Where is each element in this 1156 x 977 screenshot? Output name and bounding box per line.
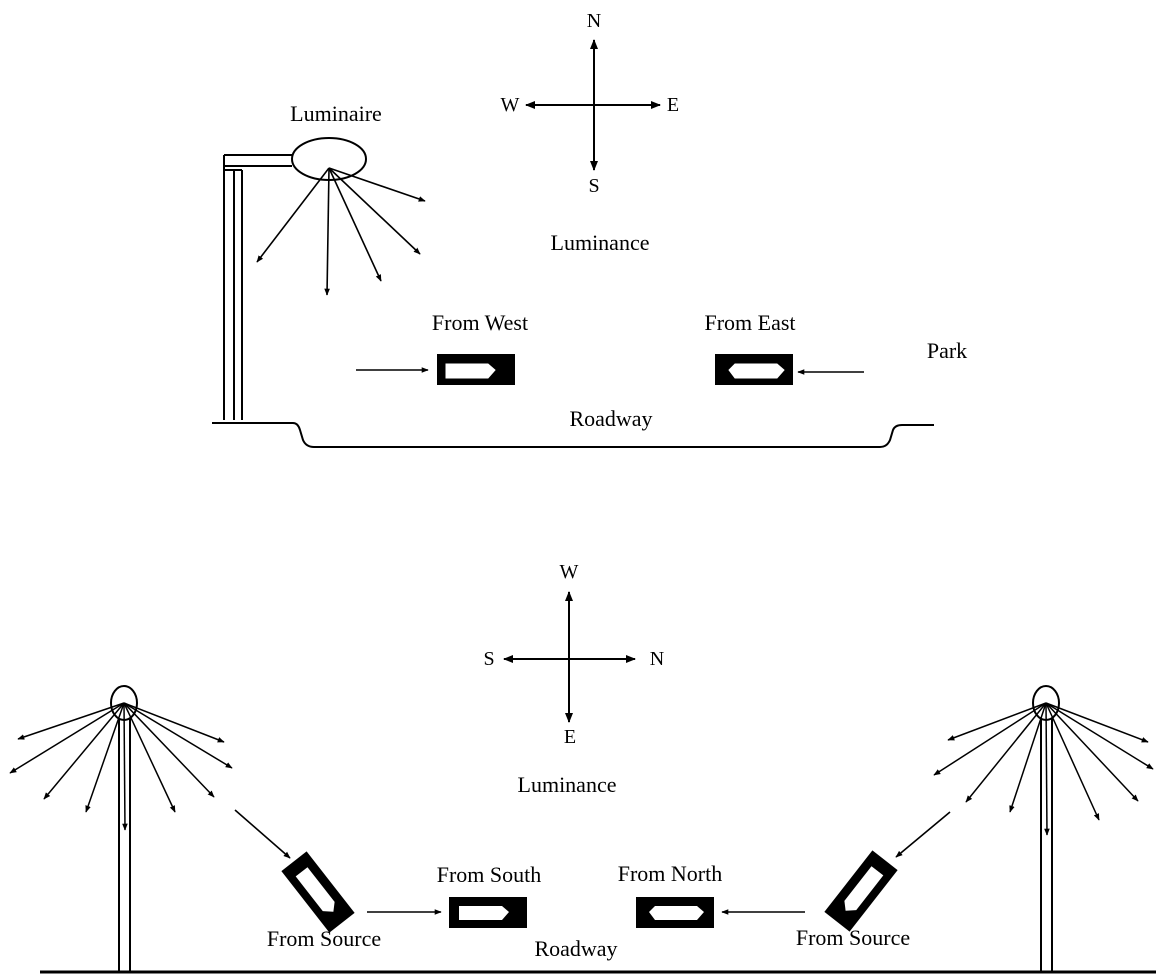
meter-from-west: [437, 354, 515, 385]
meter-from-east: [715, 354, 793, 385]
right-luminaire-rays: [933, 702, 1154, 836]
compass-top-label: W: [560, 561, 579, 583]
top-road-profile: [212, 422, 934, 448]
from-west-label: From West: [432, 310, 528, 335]
bottom-luminance-label: Luminance: [518, 772, 617, 797]
right-source-arrow: [895, 811, 951, 858]
top-compass: [525, 39, 661, 171]
bottom-roadway-label: Roadway: [534, 936, 617, 961]
top-panel: N S W E Luminaire Luminance From West: [212, 10, 967, 448]
meter-from-source-left: [281, 851, 355, 933]
compass-south-label: S: [588, 175, 599, 197]
luminaire-label: Luminaire: [290, 101, 382, 126]
top-roadway-label: Roadway: [569, 406, 652, 431]
meter-from-south: [449, 897, 527, 928]
luminaire-pole: [223, 154, 295, 420]
bottom-panel: W E S N Luminance: [9, 561, 1156, 974]
left-luminaire-rays: [9, 702, 233, 831]
compass-north-label: N: [587, 10, 601, 32]
left-source-arrow: [234, 809, 291, 859]
compass-bottom-label: E: [564, 726, 576, 748]
from-source-right-label: From Source: [796, 925, 910, 950]
compass-west-label: W: [501, 94, 520, 116]
compass-right-label: N: [650, 648, 664, 670]
from-north-label: From North: [618, 861, 723, 886]
meter-from-north: [636, 897, 714, 928]
top-luminance-label: Luminance: [551, 230, 650, 255]
from-south-label: From South: [437, 862, 542, 887]
compass-east-label: E: [667, 94, 679, 116]
park-label: Park: [927, 338, 967, 363]
from-source-left-label: From Source: [267, 926, 381, 951]
right-pole: [1040, 712, 1053, 972]
bottom-compass: [503, 591, 636, 723]
luminaire-rays: [256, 167, 426, 296]
left-pole: [118, 712, 131, 972]
from-east-label: From East: [704, 310, 795, 335]
meter-from-source-right: [824, 850, 898, 932]
compass-left-label: S: [483, 648, 494, 670]
